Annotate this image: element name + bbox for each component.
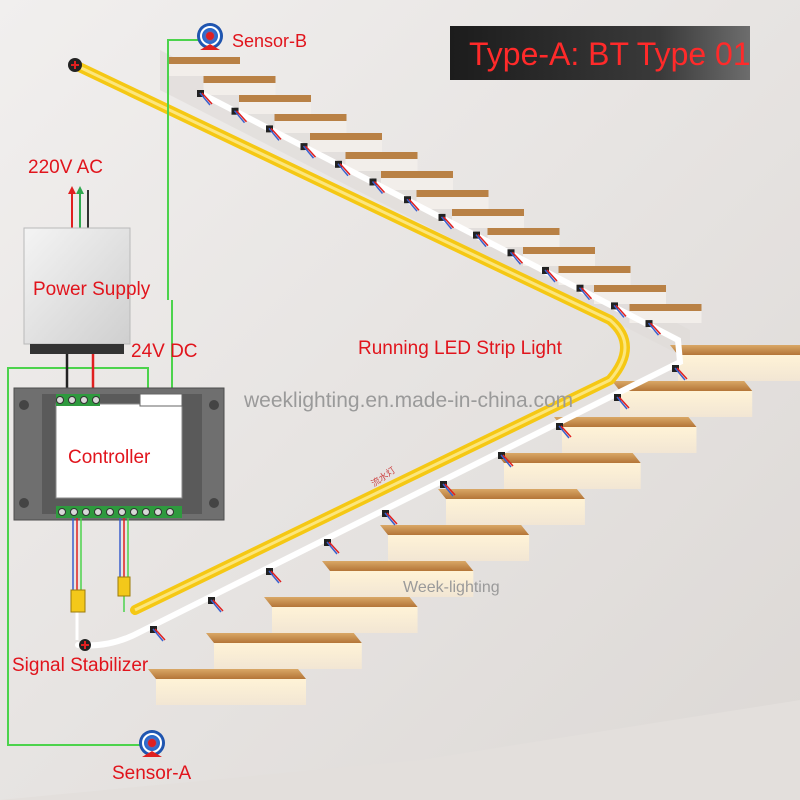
upper-stair-step	[203, 76, 276, 95]
strip-connector	[498, 452, 514, 468]
floor	[0, 700, 800, 800]
upper-stair-step	[523, 247, 595, 266]
strip-connector	[614, 394, 630, 410]
strip-connector	[382, 510, 398, 526]
dc-output-label: 24V DC	[131, 341, 198, 362]
upper-stair-step	[594, 285, 666, 304]
signal-stabilizer-label: Signal Stabilizer	[12, 655, 149, 676]
upper-stair-step	[381, 171, 453, 190]
strip-connector	[404, 196, 420, 212]
ac-input-label: 220V AC	[28, 157, 103, 178]
lower-stair-step	[206, 633, 362, 669]
upper-stair-step	[558, 266, 631, 285]
sensor-a-icon	[139, 730, 165, 757]
upper-stair-step	[487, 228, 560, 247]
controller-output-wires	[72, 518, 129, 640]
strip-connector	[440, 481, 456, 497]
strip-connector	[300, 143, 317, 159]
lower-stair-step	[612, 381, 753, 417]
strip-end-cap-icon	[68, 58, 82, 72]
power-supply-label: Power Supply	[33, 279, 151, 300]
lower-stair-step	[148, 669, 306, 705]
signal-stabilizer-end-icon	[79, 639, 91, 651]
strip-connector	[266, 568, 282, 584]
upper-stair-step	[239, 95, 311, 114]
led-strip-label: Running LED Strip Light	[358, 338, 562, 359]
lower-stair-flight	[148, 345, 800, 705]
watermark-lower: Week-lighting	[403, 579, 500, 596]
upper-stair-flight	[168, 57, 702, 323]
led-strip-yellow-highlight	[74, 63, 627, 612]
power-supply-box	[23, 227, 131, 354]
strip-connector	[672, 365, 688, 381]
upper-stair-step	[168, 57, 240, 76]
lower-stair-step	[322, 561, 474, 597]
lower-stair-step	[670, 345, 800, 381]
strip-connector	[324, 539, 340, 555]
upper-stair-step	[452, 209, 524, 228]
controller-box	[13, 387, 225, 521]
strip-connector	[507, 249, 524, 265]
upper-stair-step	[416, 190, 489, 209]
watermark-center: weeklighting.en.made-in-china.com	[244, 389, 574, 412]
sensor-b-icon	[197, 23, 223, 50]
sensor-b-label: Sensor-B	[232, 31, 308, 51]
strip-connector	[231, 107, 248, 124]
strip-connector	[576, 284, 593, 301]
strip-connector	[266, 125, 282, 141]
upper-stair-step	[629, 304, 702, 323]
sensor-b-wire	[167, 39, 205, 300]
strip-connector	[335, 160, 351, 177]
strip-connector	[369, 178, 386, 194]
ac-input-wires	[68, 186, 89, 228]
strip-connector	[645, 320, 662, 336]
upper-stair-step	[345, 152, 418, 171]
lower-stair-step	[380, 525, 530, 561]
upper-stair-step	[274, 114, 347, 133]
controller-label: Controller	[68, 447, 151, 468]
title-banner	[450, 26, 750, 80]
diagram-title: Type-A: BT Type 01	[469, 36, 751, 72]
signal-stabilizer-1-icon	[70, 589, 86, 613]
strip-connector	[611, 302, 627, 318]
strip-connector	[208, 597, 224, 613]
upper-stair-step	[310, 133, 382, 152]
strip-connector	[473, 231, 489, 248]
strip-connector	[542, 267, 558, 283]
strip-connectors	[150, 90, 688, 642]
strip-connector	[556, 423, 572, 439]
lower-stair-step	[496, 453, 641, 489]
strip-connector	[197, 90, 213, 106]
controller-terminals	[56, 396, 174, 516]
lower-stair-step	[264, 597, 418, 633]
signal-stabilizer-2-icon	[117, 576, 131, 597]
strip-connector	[438, 213, 455, 230]
sensor-a-label: Sensor-A	[112, 763, 192, 784]
lower-stair-step	[438, 489, 585, 525]
sensor-a-wire	[7, 367, 150, 746]
strip-connector	[150, 626, 166, 642]
lower-stair-step	[554, 417, 697, 453]
